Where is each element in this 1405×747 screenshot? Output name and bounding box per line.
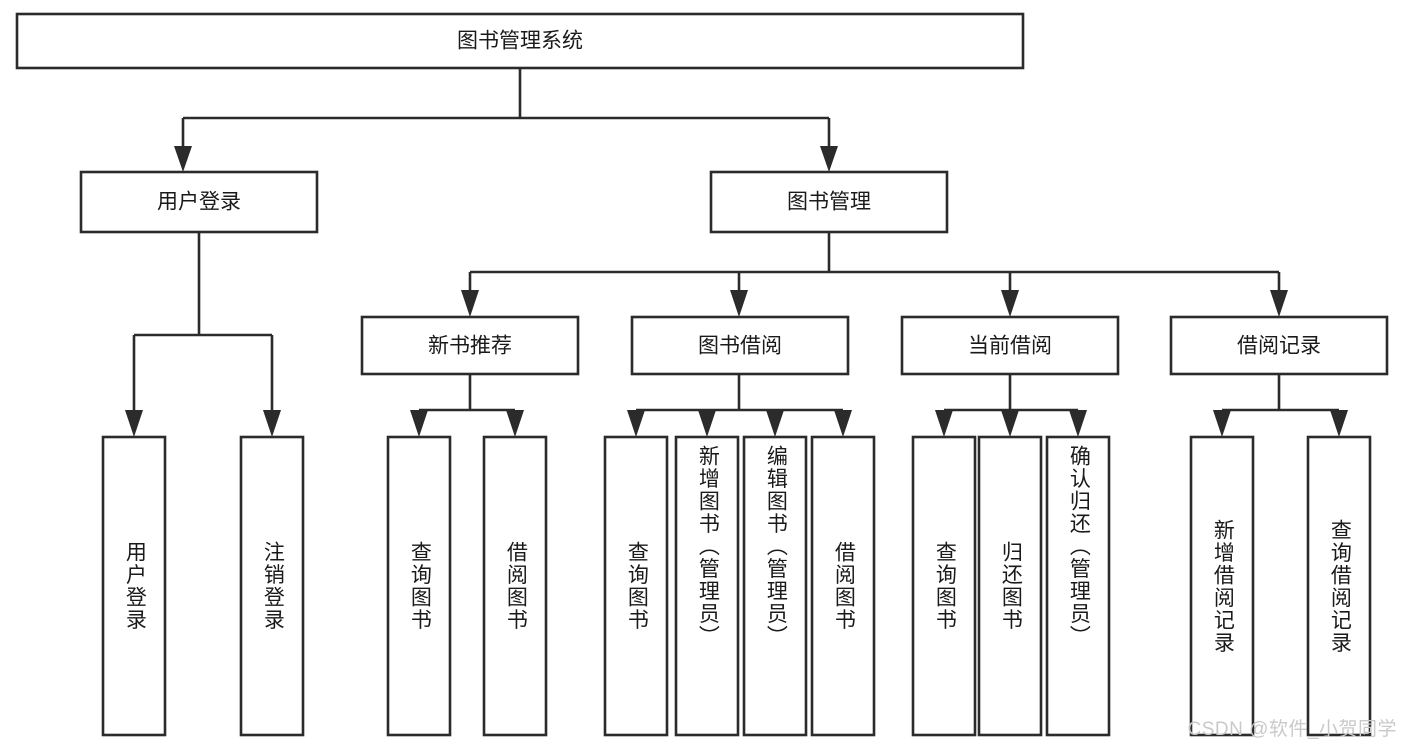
leaf-box-new-book-1[interactable]	[482, 435, 548, 737]
node-user-login-box[interactable]	[79, 170, 319, 234]
arrow-borrow-l4	[834, 410, 852, 437]
connector-group-book-borrow	[627, 374, 852, 437]
connector-group-new-book	[410, 374, 524, 437]
node-book-borrow[interactable]: 图书借阅	[630, 315, 850, 376]
node-borrow-record[interactable]: 借阅记录	[1169, 315, 1389, 376]
arrow-current-l2	[1001, 410, 1019, 437]
node-user-login[interactable]: 用户登录	[79, 170, 319, 234]
leaf-box-new-book-0[interactable]	[386, 435, 452, 737]
node-borrow-record-box[interactable]	[1169, 315, 1389, 376]
arrow-user-leaf1	[125, 410, 143, 437]
connector-group-current-borrow	[935, 374, 1087, 437]
arrow-books-c4	[1270, 290, 1288, 317]
node-book-borrow-box[interactable]	[630, 315, 850, 376]
node-root[interactable]: 图书管理系统	[15, 12, 1025, 70]
node-borrow-record-label: 借阅记录	[1237, 335, 1321, 358]
arrow-books-c1	[461, 290, 479, 317]
leaf-box-book-borrow-1[interactable]	[674, 435, 740, 737]
leaf-box-user-login-0[interactable]	[101, 435, 167, 737]
node-book-manage-label: 图书管理	[787, 191, 871, 214]
leaf-box-current-borrow-2[interactable]	[1045, 435, 1111, 737]
leaf-box-book-borrow-0[interactable]	[603, 435, 669, 737]
arrow-current-l3	[1069, 410, 1087, 437]
arrow-books-c3	[1001, 290, 1019, 317]
connector-group-user-login	[125, 232, 281, 437]
leaf-box-current-borrow-0[interactable]	[911, 435, 977, 737]
leaf-box-current-borrow-1[interactable]	[977, 435, 1043, 737]
arrow-borrow-l3	[766, 410, 784, 437]
leaf-box-book-borrow-2[interactable]	[742, 435, 808, 737]
arrow-user-leaf2	[263, 410, 281, 437]
node-new-book-box[interactable]	[360, 315, 580, 376]
node-book-borrow-label: 图书借阅	[698, 335, 782, 358]
arrow-root-to-user	[174, 146, 192, 172]
leaf-box-borrow-record-0[interactable]	[1189, 435, 1255, 737]
arrow-root-to-books	[820, 146, 838, 172]
arrow-books-c2	[730, 290, 748, 317]
node-current-borrow-label: 当前借阅	[968, 335, 1052, 358]
arrow-record-l1	[1213, 410, 1231, 437]
node-book-manage[interactable]: 图书管理	[709, 170, 949, 234]
connector-group-root	[174, 68, 838, 172]
arrow-record-l2	[1330, 410, 1348, 437]
node-user-login-label: 用户登录	[157, 191, 241, 214]
arrow-borrow-l2	[698, 410, 716, 437]
arrow-borrow-l1	[627, 410, 645, 437]
arrow-current-l1	[935, 410, 953, 437]
node-new-book[interactable]: 新书推荐	[360, 315, 580, 376]
connector-group-borrow-record	[1213, 374, 1348, 437]
node-current-borrow[interactable]: 当前借阅	[900, 315, 1120, 376]
node-current-borrow-box[interactable]	[900, 315, 1120, 376]
node-root-label: 图书管理系统	[457, 30, 583, 53]
arrow-newbook-l1	[410, 410, 428, 437]
arrow-newbook-l2	[506, 410, 524, 437]
node-root-box[interactable]	[15, 12, 1025, 70]
leaf-box-book-borrow-3[interactable]	[810, 435, 876, 737]
node-new-book-label: 新书推荐	[428, 335, 512, 358]
watermark-text: CSDN @软件_小贺同学	[1187, 719, 1397, 740]
connector-group-book-manage	[461, 232, 1288, 317]
leaf-box-user-login-1[interactable]	[239, 435, 305, 737]
node-book-manage-box[interactable]	[709, 170, 949, 234]
leaf-box-borrow-record-1[interactable]	[1306, 435, 1372, 737]
